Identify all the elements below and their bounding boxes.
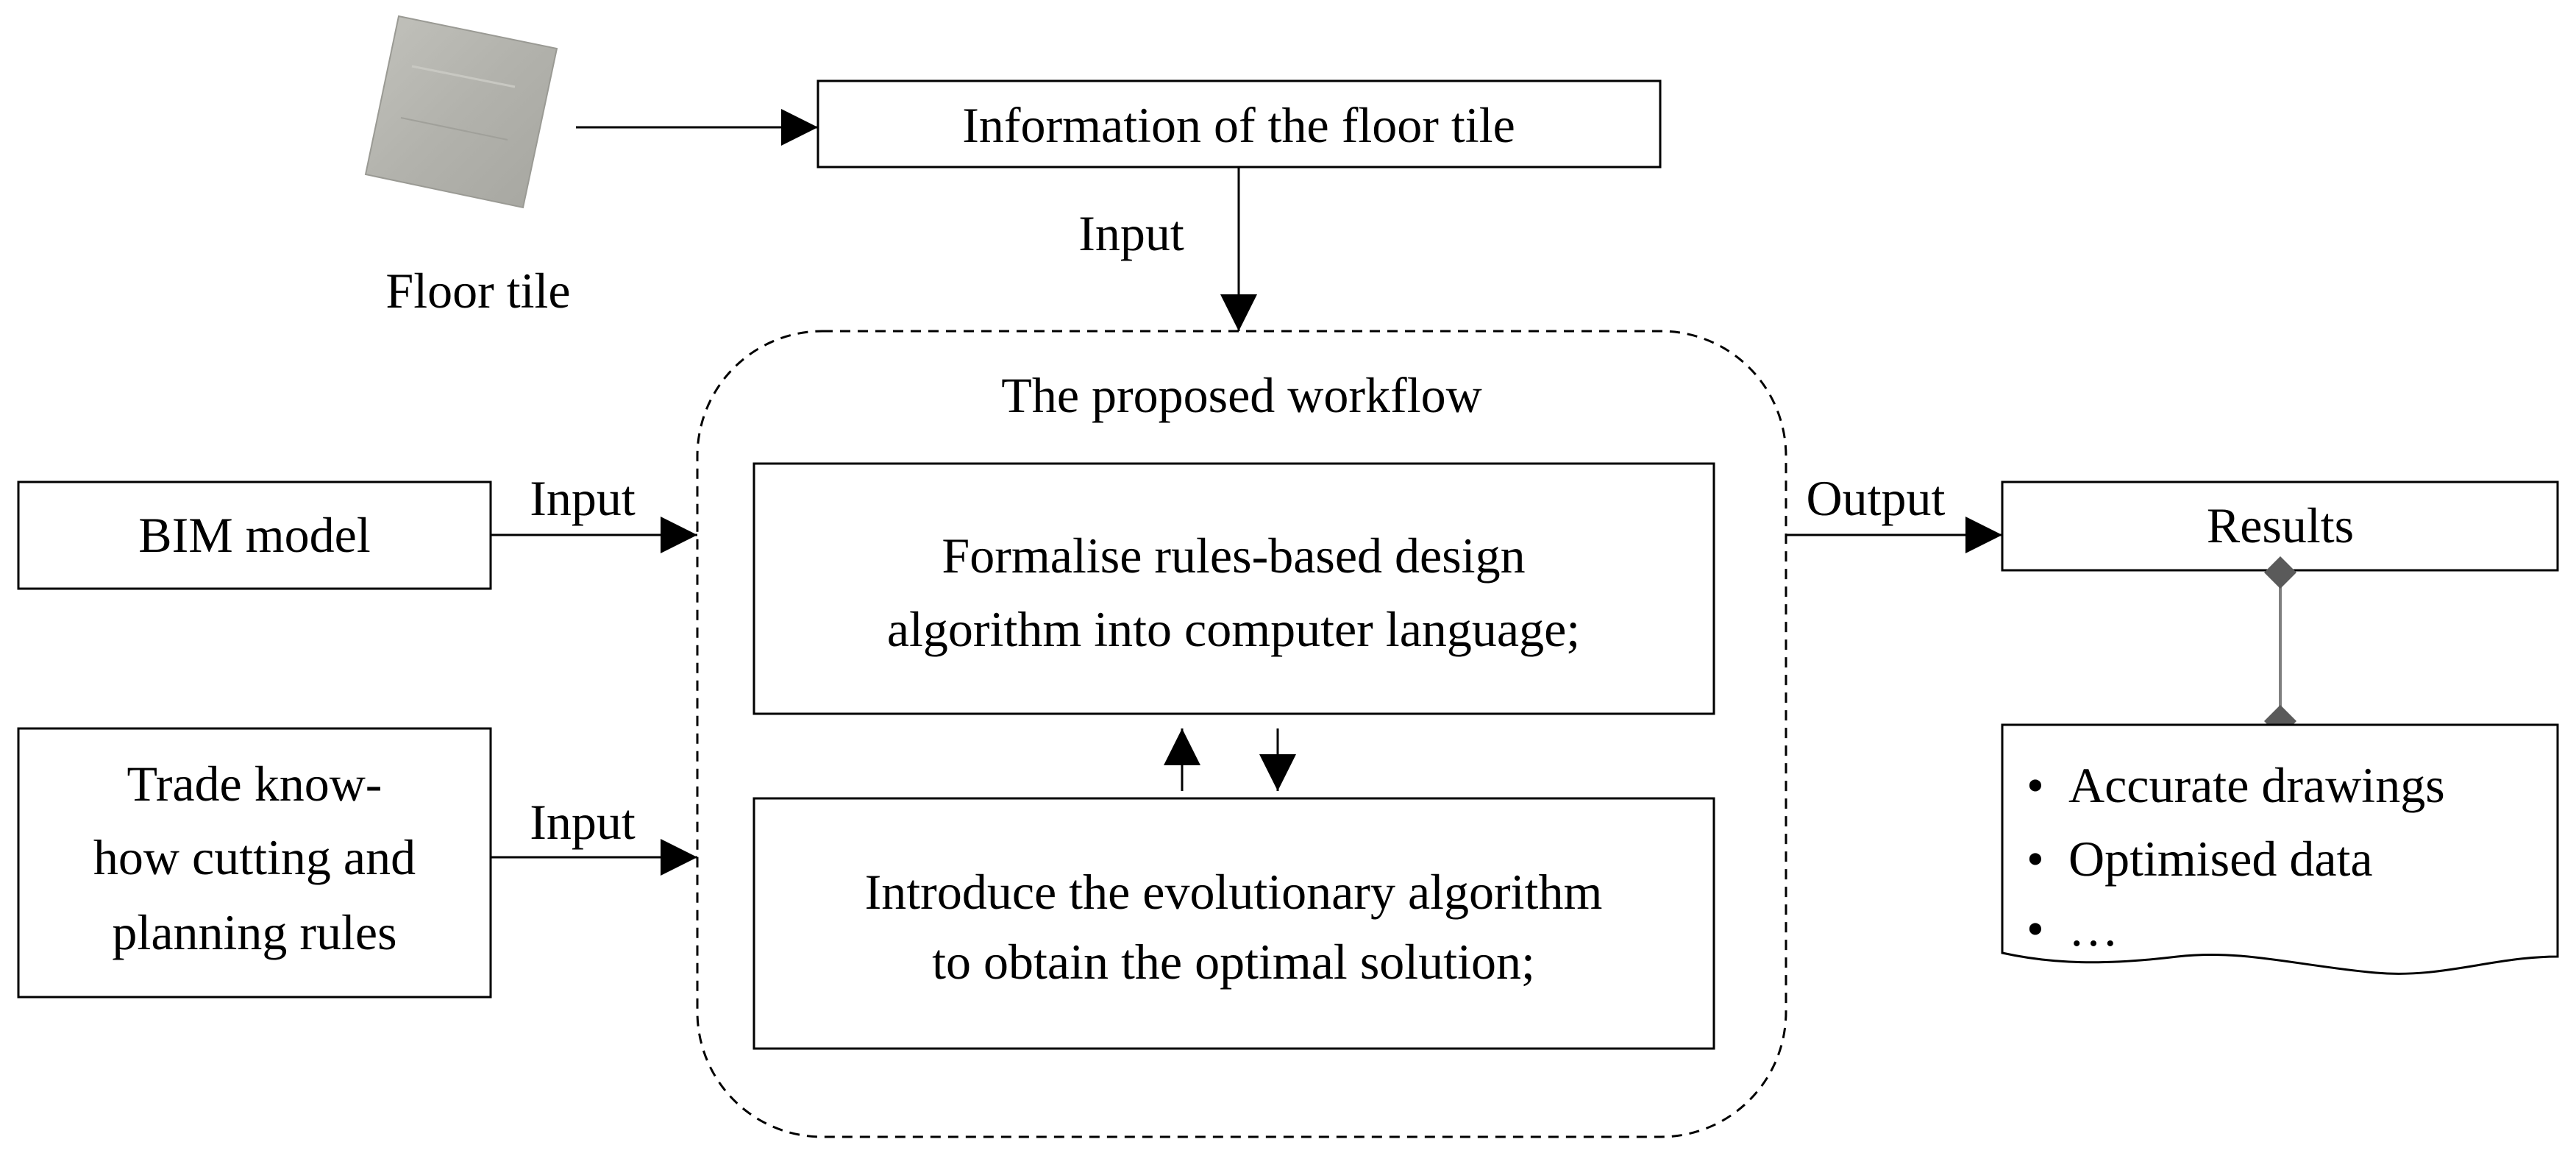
floor-tile-image: [364, 15, 558, 209]
trade-rules-line3: planning rules: [112, 904, 396, 960]
input-label-trade: Input: [530, 794, 636, 850]
results-bullet-2: •: [2027, 831, 2044, 887]
step-evolutionary-line2: to obtain the optimal solution;: [932, 934, 1535, 990]
floor-tile-caption: Floor tile: [385, 263, 570, 319]
step-formalise-box: [752, 462, 1715, 715]
trade-rules-line2: how cutting and: [93, 829, 416, 885]
bim-model-label: BIM model: [138, 507, 370, 563]
step-evolutionary-box: [752, 797, 1715, 1050]
results-bullet-1: •: [2027, 757, 2044, 813]
input-label-bim: Input: [530, 470, 636, 526]
step-formalise-line1: Formalise rules-based design: [942, 528, 1525, 584]
trade-rules-box: [17, 727, 492, 999]
results-label: Results: [2207, 497, 2354, 553]
input-label-top: Input: [1078, 205, 1184, 261]
step-formalise-line2: algorithm into computer language;: [887, 601, 1580, 657]
results-document: [2001, 723, 2559, 975]
step-evolutionary-line1: Introduce the evolutionary algorithm: [865, 864, 1603, 920]
output-label: Output: [1807, 470, 1946, 526]
results-item-3: …: [2068, 901, 2118, 957]
info-box-label: Information of the floor tile: [962, 97, 1515, 153]
results-item-2: Optimised data: [2068, 831, 2373, 887]
trade-rules-line1: Trade know-: [127, 756, 383, 812]
results-bullet-3: •: [2027, 901, 2044, 957]
results-box: [2001, 481, 2559, 572]
info-box: [816, 79, 1662, 169]
results-item-1: Accurate drawings: [2068, 757, 2445, 813]
workflow-container: [696, 330, 1787, 1138]
bim-model-box: [17, 481, 492, 590]
workflow-title: The proposed workflow: [1001, 367, 1481, 423]
connector-diamond-top: [2264, 556, 2296, 589]
